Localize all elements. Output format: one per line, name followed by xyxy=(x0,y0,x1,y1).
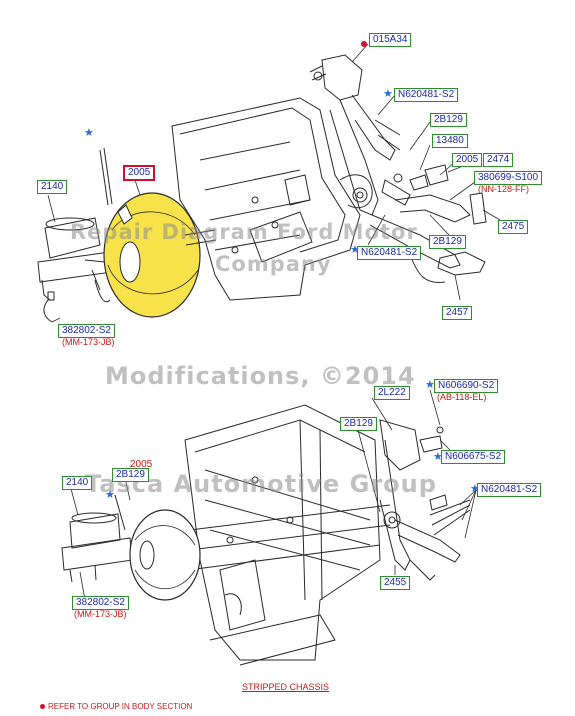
callout-015a34: 015A34 xyxy=(369,33,412,47)
star-icon: ★ xyxy=(84,127,94,139)
watermark-line-3: Modifications, ©2014 xyxy=(105,362,416,390)
callout-n620481-top: N620481-S2 xyxy=(394,88,459,102)
callout-2005-bottom: 2005 xyxy=(130,459,153,470)
callout-2b129-d: 2B129 xyxy=(112,468,149,482)
callout-2474: 2474 xyxy=(483,153,514,167)
callout-2b129-a: 2B129 xyxy=(430,113,467,127)
top-pushrod xyxy=(99,147,113,206)
watermark-line-1: Repair Diagram Ford Motor xyxy=(70,220,418,244)
footnote: REFER TO GROUP IN BODY SECTION xyxy=(40,702,192,711)
star-icon: ★ xyxy=(105,489,115,501)
callout-2140-top: 2140 xyxy=(37,180,68,194)
callout-13480: 13480 xyxy=(432,134,468,148)
top-brake-booster xyxy=(103,192,217,318)
top-pedal-support xyxy=(309,54,487,284)
star-icon: ★ xyxy=(433,451,443,463)
star-icon: ★ xyxy=(383,88,393,100)
bottom-brake-booster xyxy=(129,509,201,601)
callout-2140-bottom: 2140 xyxy=(62,476,93,490)
callout-382802-top: 382802-S2 xyxy=(58,324,115,338)
callout-mm173-bottom: (MM-173-JB) xyxy=(74,609,127,619)
red-dot-marker xyxy=(361,35,371,53)
callout-2457: 2457 xyxy=(442,306,473,320)
callout-2b129-c: 2B129 xyxy=(340,417,377,431)
callout-382802-bottom: 382802-S2 xyxy=(72,596,129,610)
callout-ab118: (AB-118-EL) xyxy=(437,392,487,402)
callout-mm173-top: (MM-173-JB) xyxy=(62,337,115,347)
callout-2005-right: 2005 xyxy=(452,153,483,167)
star-icon: ★ xyxy=(470,483,480,495)
top-dash-panel xyxy=(171,97,373,301)
diagram-caption: STRIPPED CHASSIS xyxy=(242,682,330,692)
bottom-pedal-support xyxy=(379,419,471,581)
callout-380699: 380699-S100 xyxy=(474,171,543,185)
watermark-line-2: Company xyxy=(215,252,332,276)
callout-n606675: N606675-S2 xyxy=(441,450,506,464)
footnote-text: REFER TO GROUP IN BODY SECTION xyxy=(48,702,193,711)
star-icon: ★ xyxy=(350,244,360,256)
callout-n620481-bottom: N620481-S2 xyxy=(477,483,542,497)
callout-n606690: N606690-S2 xyxy=(434,379,499,393)
callout-2475: 2475 xyxy=(498,220,529,234)
red-dot-icon xyxy=(40,704,45,710)
callout-2455: 2455 xyxy=(380,576,411,590)
leader-lines xyxy=(47,43,501,601)
star-icon: ★ xyxy=(425,379,435,391)
callout-2b129-b: 2B129 xyxy=(429,235,466,249)
callout-2005-highlighted: 2005 xyxy=(123,165,156,181)
callout-nn128: (NN-128-FF) xyxy=(478,184,529,194)
callout-2l222: 2L222 xyxy=(374,386,410,400)
callout-n620481-mid: N620481-S2 xyxy=(357,246,422,260)
